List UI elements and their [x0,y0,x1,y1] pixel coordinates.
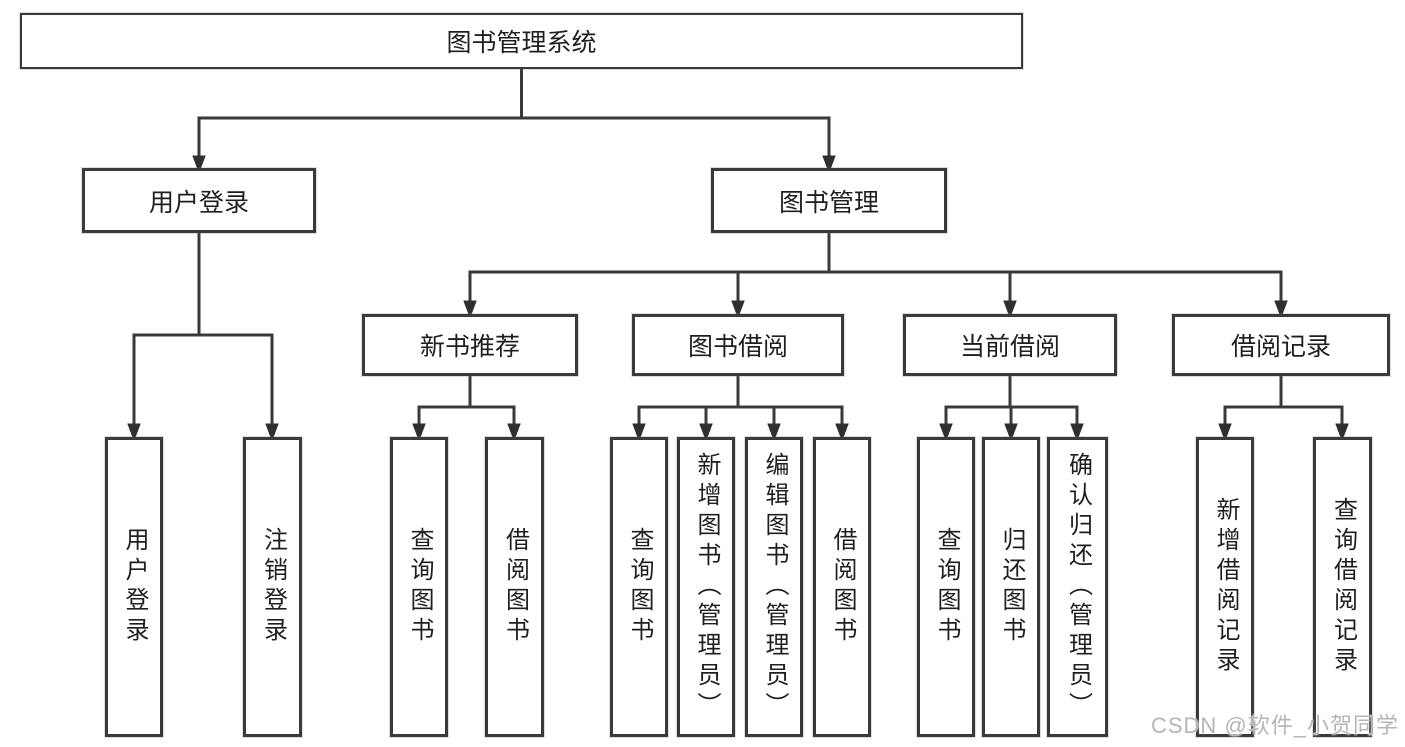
node-current-borrow-label: 当前借阅 [959,333,1060,361]
leaf-current-return-books: 归还图书 [982,437,1040,737]
node-root-label: 图书管理系统 [446,29,597,57]
leaf-recommend-query-books: 查询图书 [390,437,448,737]
leaf-current-confirm-return-admin: 确认归还（管理员） [1047,437,1108,737]
leaf-borrow-query-books-label: 查询图书 [626,527,653,647]
leaf-borrow-edit-books-admin: 编辑图书（管理员） [745,437,803,737]
leaf-borrow-add-books-admin-label: 新增图书（管理员） [693,452,720,722]
leaf-user-login-label: 用户登录 [121,527,148,647]
node-new-book-recommend: 新书推荐 [362,314,578,376]
leaf-borrow-edit-books-admin-label: 编辑图书（管理员） [761,452,788,722]
leaf-current-return-books-label: 归还图书 [998,527,1025,647]
node-book-borrow-label: 图书借阅 [687,333,788,361]
leaf-current-query-books-label: 查询图书 [933,527,960,647]
node-borrow-records: 借阅记录 [1172,314,1390,376]
node-current-borrow: 当前借阅 [903,314,1117,376]
leaf-logout: 注销登录 [243,437,302,737]
leaf-user-login: 用户登录 [105,437,163,737]
leaf-recommend-query-books-label: 查询图书 [406,527,433,647]
node-borrow-records-label: 借阅记录 [1230,333,1331,361]
node-book-management: 图书管理 [711,168,947,233]
leaf-current-confirm-return-admin-label: 确认归还（管理员） [1064,452,1092,722]
leaf-borrow-query-books: 查询图书 [610,437,668,737]
node-user-login-label: 用户登录 [148,188,249,217]
leaf-current-query-books: 查询图书 [917,437,975,737]
node-book-management-label: 图书管理 [778,188,879,217]
node-user-login: 用户登录 [82,168,316,233]
leaf-records-query-record: 查询借阅记录 [1313,437,1372,737]
leaf-records-query-record-label: 查询借阅记录 [1329,497,1357,677]
node-new-book-recommend-label: 新书推荐 [419,333,520,361]
leaf-logout-label: 注销登录 [259,527,287,647]
leaf-borrow-borrow-books-label: 借阅图书 [829,527,856,647]
leaf-borrow-borrow-books: 借阅图书 [813,437,871,737]
leaf-records-add-record-label: 新增借阅记录 [1212,497,1239,677]
leaf-recommend-borrow-books: 借阅图书 [485,437,544,737]
leaf-borrow-add-books-admin: 新增图书（管理员） [677,437,735,737]
leaf-records-add-record: 新增借阅记录 [1196,437,1254,737]
node-root: 图书管理系统 [20,13,1023,69]
node-book-borrow: 图书借阅 [632,314,844,376]
leaf-recommend-borrow-books-label: 借阅图书 [501,527,529,647]
